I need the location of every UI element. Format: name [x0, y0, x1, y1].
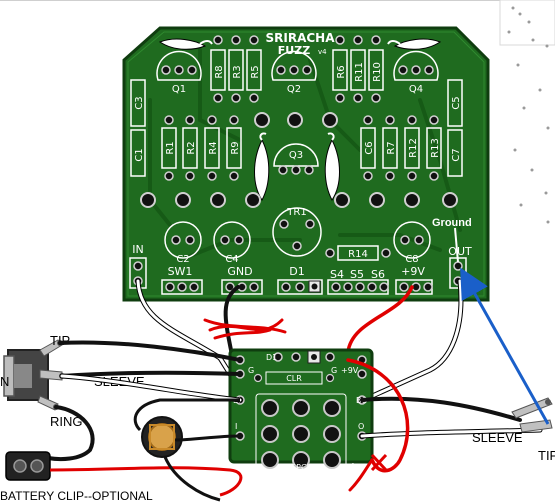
top-pads-right	[335, 35, 381, 103]
transistor-q2: Q2	[271, 50, 317, 95]
jack-in-fragment: N	[0, 374, 9, 389]
switch-label-9v: +9V	[341, 366, 359, 375]
ground-note: Ground	[432, 217, 472, 229]
switch-label-g-left: G	[248, 366, 254, 375]
out-jack-sleeve-label: SLEEVE	[472, 430, 523, 445]
transistor-q3: Q3	[273, 143, 319, 175]
label-r7: R7	[386, 141, 397, 154]
transistor-q1: Q1	[156, 50, 202, 95]
pad-label-d1: D1	[289, 265, 304, 278]
label-q3: Q3	[289, 150, 303, 161]
capacitor-c2: C2	[164, 221, 202, 265]
pepper-icon	[158, 38, 213, 50]
capacitor-c3: C3	[130, 79, 146, 127]
label-q2: Q2	[287, 84, 301, 95]
svg-text:C1: C1	[134, 148, 145, 161]
led-component	[141, 416, 183, 458]
capacitor-c7: C7	[447, 129, 463, 177]
label-r5: R5	[250, 65, 261, 78]
svg-text:C3: C3	[134, 96, 145, 109]
svg-text:C4: C4	[225, 254, 238, 265]
pad-label-s5: S5	[350, 268, 364, 281]
label-r1: R1	[165, 141, 176, 154]
pepper-icon	[324, 132, 340, 201]
board-version: v4	[318, 48, 327, 56]
resistor-r14: R14	[325, 245, 391, 261]
capacitor-c5: C5	[447, 79, 463, 127]
top-pads-left	[213, 35, 259, 103]
svg-text:R14: R14	[348, 249, 368, 260]
main-pcb: SRIRACHA FUZZ v4 R8 R3 R5 R6 R11 R10 Q1	[122, 26, 490, 302]
svg-text:C7: C7	[451, 148, 462, 161]
switch-label-i: I	[235, 422, 237, 431]
switch-label-clr: CLR	[286, 374, 302, 383]
pad-label-gnd: GND	[227, 265, 252, 278]
switch-label-gpcb: GPCB	[290, 463, 312, 472]
label-r2: R2	[186, 141, 197, 154]
transistor-q4: Q4	[393, 50, 439, 95]
footswitch-lugs	[261, 399, 341, 469]
label-c6: C6	[364, 141, 375, 154]
ground-arrow	[460, 267, 550, 425]
pad-label-9v: +9V	[401, 265, 425, 278]
background-panel	[499, 0, 555, 46]
switch-label-o: O	[358, 422, 364, 431]
out-jack-tip-fragment: TIP	[538, 448, 555, 463]
switch-pcb: D1 G G +9V CLR BI BO I O GPCB v4	[228, 348, 374, 475]
board-subtitle: FUZZ	[278, 44, 310, 57]
input-jack	[3, 339, 65, 411]
svg-text:C8: C8	[405, 254, 418, 265]
capacitor-c4: C4	[213, 221, 251, 265]
pad-label-in: IN	[132, 243, 143, 256]
label-r12: R12	[408, 138, 419, 158]
switch-label-d1: D1	[266, 353, 277, 362]
pad-label-s6: S6	[371, 268, 385, 281]
label-r3: R3	[232, 65, 243, 78]
switch-label-g-right: G	[331, 366, 337, 375]
switch-label-version: v4	[346, 462, 355, 470]
pepper-icon	[387, 38, 442, 50]
label-r8: R8	[214, 65, 225, 78]
label-q1: Q1	[172, 84, 186, 95]
label-r13: R13	[430, 138, 441, 158]
svg-text:C5: C5	[451, 96, 462, 109]
trimmer-tr1: TR1	[272, 207, 322, 257]
battery-clip	[5, 451, 51, 481]
label-r11: R11	[354, 62, 365, 82]
label-r6: R6	[336, 65, 347, 78]
jack-ring-label: RING	[50, 414, 83, 429]
label-r10: R10	[372, 62, 383, 82]
label-r4: R4	[208, 141, 219, 154]
label-tr1: TR1	[286, 207, 306, 218]
pepper-icon	[254, 132, 270, 201]
output-jack	[511, 397, 553, 433]
pad-label-s4: S4	[330, 268, 344, 281]
svg-text:C2: C2	[176, 254, 189, 265]
pad-label-out: OUT	[448, 245, 472, 258]
capacitor-c1: C1	[130, 129, 146, 177]
jack-tip-label: TIP	[50, 333, 70, 348]
pad-label-sw1: SW1	[168, 265, 193, 278]
label-r9: R9	[230, 141, 241, 154]
label-q4: Q4	[409, 84, 423, 95]
board-title: SRIRACHA	[265, 31, 335, 45]
background-dots	[507, 6, 550, 224]
capacitor-c8: C8	[393, 221, 431, 265]
battery-clip-label: BATTERY CLIP--OPTIONAL	[0, 489, 153, 502]
